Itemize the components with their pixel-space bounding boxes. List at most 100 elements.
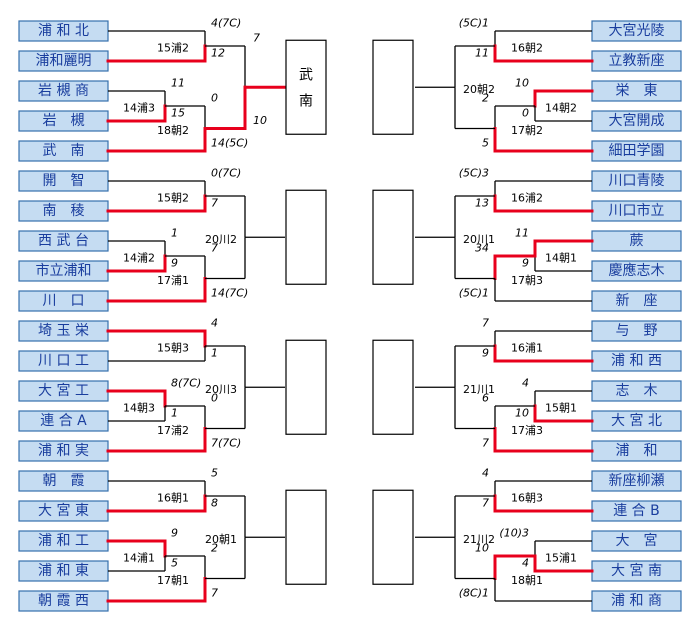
score-label: 11 xyxy=(515,227,529,240)
team-name: 市立浦和 xyxy=(36,262,92,279)
team-name: 蕨 xyxy=(630,233,644,249)
match-label: 17朝1 xyxy=(157,574,189,587)
score-label: 8(7C) xyxy=(171,377,201,390)
match-label: 18朝2 xyxy=(157,124,189,137)
team-name: 埼 玉 栄 xyxy=(38,323,89,339)
team-name: 連 合 B xyxy=(613,503,660,519)
team-name: 岩 槻 xyxy=(43,112,85,129)
final-winner: 武 xyxy=(299,67,313,83)
match-label: 17朝2 xyxy=(511,124,543,137)
team-name: 大 宮 xyxy=(616,533,658,549)
team-name: 岩 槻 商 xyxy=(38,82,89,99)
match-label: 14朝2 xyxy=(545,102,577,115)
match-label: 21川1 xyxy=(463,383,495,396)
score-label: 9 xyxy=(171,257,178,270)
score-label: (5C)1 xyxy=(459,287,489,300)
team-name: 大 宮 工 xyxy=(38,383,89,399)
match-label: 20朝1 xyxy=(205,533,237,546)
match-label: 18朝1 xyxy=(511,574,543,587)
team-name: 大 宮 南 xyxy=(611,563,662,579)
score-label: 7(7C) xyxy=(211,437,241,450)
score-label: 7 xyxy=(253,32,260,45)
team-name: 連 合 A xyxy=(40,413,87,429)
match-label: 14浦1 xyxy=(123,552,155,565)
final-box xyxy=(372,339,414,435)
team-name: 浦 和 実 xyxy=(38,443,89,459)
score-label: 10 xyxy=(253,114,267,127)
score-label: 15 xyxy=(171,107,185,120)
score-label: 9 xyxy=(522,257,529,270)
score-label: 12 xyxy=(211,47,225,60)
score-label: 4 xyxy=(522,557,529,570)
score-label: 11 xyxy=(475,47,489,60)
team-name: 川 口 工 xyxy=(38,353,89,369)
team-name: 南 稜 xyxy=(43,203,85,219)
score-label: 14(5C) xyxy=(211,137,248,150)
match-label: 15浦2 xyxy=(157,42,189,55)
score-label: 7 xyxy=(211,242,218,255)
team-name: 志 木 xyxy=(616,383,658,399)
team-name: 栄 東 xyxy=(616,83,658,99)
score-label: 10 xyxy=(475,542,489,555)
match-label: 14浦3 xyxy=(123,102,155,115)
score-label: 13 xyxy=(475,197,489,210)
match-label: 16朝3 xyxy=(511,492,543,505)
score-label: (5C)1 xyxy=(459,17,489,30)
team-name: 浦 和 xyxy=(616,443,658,459)
score-label: 0(7C) xyxy=(211,167,241,180)
match-label: 20川3 xyxy=(205,383,237,396)
match-label: 16浦1 xyxy=(511,342,543,355)
score-label: 7 xyxy=(482,317,489,330)
match-label: 14浦2 xyxy=(123,252,155,265)
score-label: 5 xyxy=(482,137,489,150)
match-label: 20川1 xyxy=(463,233,495,246)
score-label: 1 xyxy=(171,407,178,420)
match-label: 17浦2 xyxy=(157,424,189,437)
score-label: (5C)3 xyxy=(459,167,489,180)
team-name: 立教新座 xyxy=(609,53,665,69)
match-label: 17朝3 xyxy=(511,274,543,287)
score-label: 6 xyxy=(482,392,489,405)
team-name: 武 南 xyxy=(43,143,85,159)
bracket-block-3: 埼 玉 栄川 口 工大 宮 工連 合 A浦 和 実4115朝38(7C)114朝… xyxy=(18,317,327,462)
team-name: 大 宮 東 xyxy=(38,503,89,519)
score-label: 7 xyxy=(482,497,489,510)
team-name: 大宮光陵 xyxy=(609,23,665,39)
team-name: 浦 和 商 xyxy=(611,593,662,609)
team-name: 新座柳瀬 xyxy=(609,472,665,489)
match-label: 17浦3 xyxy=(511,424,543,437)
score-label: 14(7C) xyxy=(211,287,248,300)
team-name: 朝 霞 xyxy=(43,473,85,489)
score-label: 9 xyxy=(482,347,489,360)
bracket-block-4: 朝 霞大 宮 東浦 和 工浦 和 東朝 霞 西5816朝19514浦12717朝… xyxy=(18,467,327,612)
score-label: 7 xyxy=(211,587,218,600)
team-name: 川 口 xyxy=(43,293,85,309)
match-label: 20川2 xyxy=(205,233,237,246)
score-label: 7 xyxy=(211,197,218,210)
score-label: 5 xyxy=(211,467,218,480)
score-label: 5 xyxy=(171,557,178,570)
final-box xyxy=(372,189,414,285)
team-name: 与 野 xyxy=(616,323,658,339)
score-label: 2 xyxy=(211,542,218,555)
team-name: 細田学園 xyxy=(609,143,665,159)
final-box xyxy=(285,189,327,285)
team-name: 川口青陵 xyxy=(609,173,665,189)
score-label: 11 xyxy=(171,77,185,90)
score-label: 1 xyxy=(171,227,178,240)
final-box xyxy=(285,489,327,585)
match-label: 20朝2 xyxy=(463,83,495,96)
score-label: 0 xyxy=(522,107,529,120)
score-label: 4 xyxy=(211,317,218,330)
team-name: 新 座 xyxy=(616,293,658,309)
score-label: 4(7C) xyxy=(211,17,241,30)
score-label: 7 xyxy=(482,437,489,450)
team-name: 浦 和 東 xyxy=(38,563,89,579)
score-label: (10)3 xyxy=(499,527,529,540)
